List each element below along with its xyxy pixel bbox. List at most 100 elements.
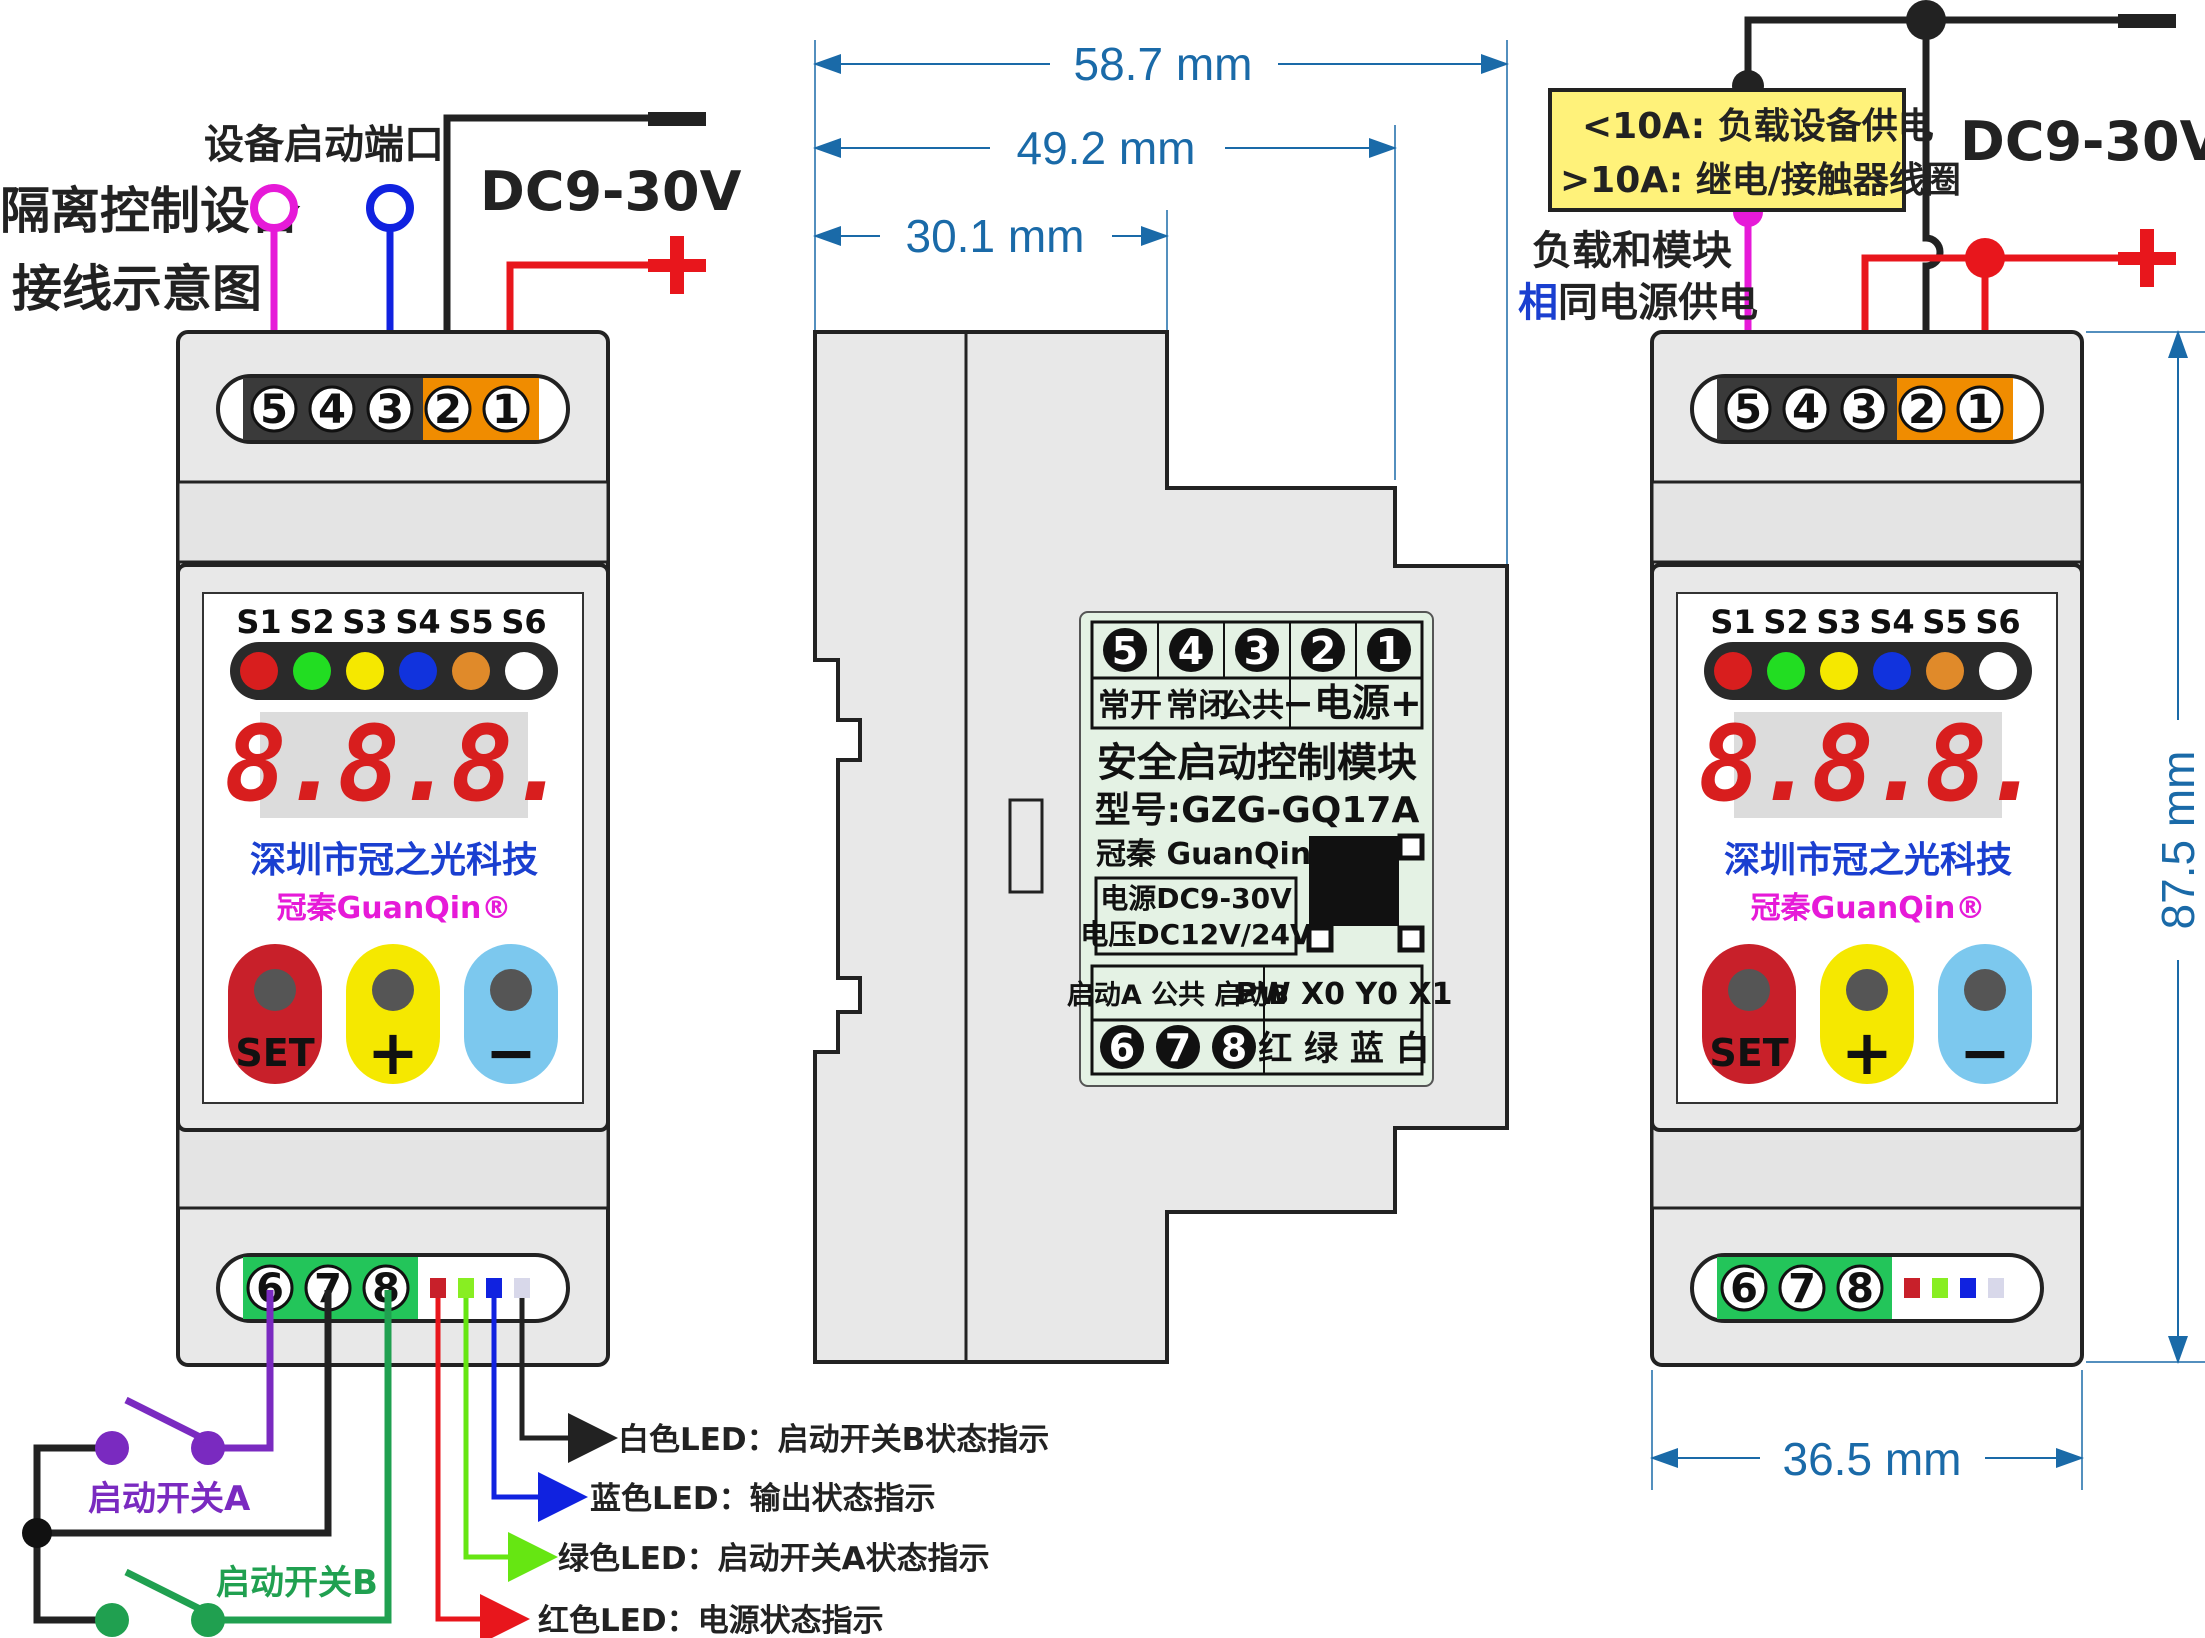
side-label-title: 安全启动控制模块: [1097, 740, 1417, 786]
left-wire-purple: [208, 1290, 274, 1452]
left-display: [260, 712, 528, 818]
right-led-label-s3: S3: [1816, 603, 1861, 641]
right-company: 深圳市冠之光科技: [1724, 840, 2012, 881]
switch-b-label: 启动开关B: [216, 1563, 378, 1603]
right-bottom-terminal-8: [1836, 1264, 1884, 1312]
side-label-terminal-4: [1169, 628, 1213, 672]
right-bottom-terminal-label: 7: [1788, 1266, 1816, 1312]
side-label-function-0: 常开: [1098, 686, 1162, 724]
right-note-box: [1548, 88, 1906, 212]
side-label-terminal-3: [1235, 628, 1279, 672]
side-label-power-line-1: 电压DC12V/24V: [1080, 918, 1312, 951]
left-junction-node: [22, 1518, 52, 1548]
left-top-terminal-2: [424, 385, 472, 433]
left-led-label-s2: S2: [289, 603, 334, 641]
right-led-window-red: [1904, 1278, 1920, 1298]
side-dim-label-1: 58.7 mm: [1074, 38, 1253, 90]
left-plus-sign: [648, 236, 706, 294]
left-minus-button[interactable]: [464, 944, 558, 1084]
led-wire-green: [463, 1298, 558, 1582]
left-top-terminal-3: [366, 385, 414, 433]
left-port-circle-magenta: [250, 184, 298, 232]
left-led-window-red: [430, 1278, 446, 1298]
right-diagram: DC9-30V <10A: 负载设备供电 >10A: 继电/接触器线圈 负载和模…: [1518, 0, 2205, 1490]
left-top-terminal-1: [482, 385, 530, 433]
port-label: 设备启动端口: [204, 122, 444, 168]
right-display-digits: 8.8.8.: [1698, 703, 2038, 825]
right-top-terminal-label: 2: [1908, 387, 1936, 433]
led-callout-red: 红色LED：电源状态指示: [538, 1603, 884, 1638]
right-wire-black-down: [1922, 20, 1944, 372]
left-housing-band-bottom: [176, 1126, 610, 1210]
left-top-terminal-label: 5: [260, 387, 288, 433]
right-top-terminal-2: [1898, 385, 1946, 433]
right-node-black: [1906, 0, 1946, 40]
led-wire-white: [519, 1298, 618, 1463]
led-callout-green: 绿色LED：启动开关A状态指示: [558, 1541, 990, 1577]
side-dim-label-2: 49.2 mm: [1017, 122, 1196, 174]
left-top-terminal-label: 2: [434, 387, 462, 433]
left-set-button[interactable]: [228, 944, 322, 1084]
left-led-s3: [346, 652, 384, 690]
side-label-terminal-5: [1103, 628, 1147, 672]
side-label-model: 型号:GZG-GQ17A: [1095, 790, 1420, 831]
side-label-function-2: 公共: [1220, 686, 1284, 724]
right-note-line1: <10A: 负载设备供电: [1582, 106, 1934, 147]
left-led-label-s4: S4: [395, 603, 440, 641]
side-label-terminal-1: [1367, 628, 1411, 672]
side-label-terminal-label: 2: [1310, 629, 1336, 673]
left-top-terminal-4: [308, 385, 356, 433]
side-label-brand: 冠秦 GuanQin®: [1096, 837, 1341, 872]
side-label-terminal-2: [1301, 628, 1345, 672]
right-display: [1734, 712, 2002, 818]
left-led-s2: [293, 652, 331, 690]
right-housing-band-bottom: [1650, 1126, 2084, 1210]
left-plus-button[interactable]: [346, 944, 440, 1084]
side-label-terminal-label: 4: [1178, 629, 1204, 673]
right-led-s6: [1979, 652, 2017, 690]
right-led-s1: [1714, 652, 1752, 690]
left-led-label-s5: S5: [448, 603, 493, 641]
left-led-label-s1: S1: [236, 603, 281, 641]
right-top-terminal-label: 5: [1734, 387, 1762, 433]
right-plus-button[interactable]: [1820, 944, 1914, 1084]
side-label-terminal-label: 5: [1112, 629, 1138, 673]
side-label-terminal-8: [1212, 1025, 1256, 1069]
side-clip-slot: [1008, 798, 1044, 894]
right-bottom-terminal-6: [1720, 1264, 1768, 1312]
right-top-terminal-label: 1: [1966, 387, 1994, 433]
right-led-window-blue: [1960, 1278, 1976, 1298]
right-dim-width-label: 36.5 mm: [1783, 1433, 1962, 1485]
right-set-button[interactable]: [1702, 944, 1796, 1084]
led-wire-red: [435, 1298, 530, 1638]
led-wire-blue: [491, 1298, 588, 1522]
right-top-terminal-label: 4: [1792, 387, 1820, 433]
led-callout-white: 白色LED：启动开关B状态指示: [618, 1422, 1049, 1458]
right-dim-height-label: 87.5 mm: [2152, 751, 2204, 930]
right-led-window-white: [1988, 1278, 2004, 1298]
led-callout-blue: 蓝色LED：输出状态指示: [590, 1481, 936, 1517]
left-led-label-s6: S6: [501, 603, 546, 641]
right-brand: 冠秦GuanQin®: [1751, 891, 1986, 926]
right-note-line2: >10A: 继电/接触器线圈: [1560, 160, 1961, 201]
right-minus-button[interactable]: [1938, 944, 2032, 1084]
right-bottom-terminal-label: 8: [1846, 1266, 1874, 1312]
left-led-window-white: [514, 1278, 530, 1298]
left-voltage: DC9-30V: [480, 160, 742, 223]
right-top-terminal-4: [1782, 385, 1830, 433]
side-label-terminal-label: 3: [1244, 629, 1270, 673]
right-led-label-s2: S2: [1763, 603, 1808, 641]
diagram-title-line2: 接线示意图: [12, 260, 262, 318]
right-led-s4: [1873, 652, 1911, 690]
left-minus-button-knob: [490, 969, 532, 1011]
right-plus-button-label: +: [1841, 1016, 1893, 1089]
right-supply-rest: 同电源供电: [1558, 280, 1758, 326]
right-led-s5: [1926, 652, 1964, 690]
left-led-s1: [240, 652, 278, 690]
left-wire-green: [208, 1290, 392, 1624]
